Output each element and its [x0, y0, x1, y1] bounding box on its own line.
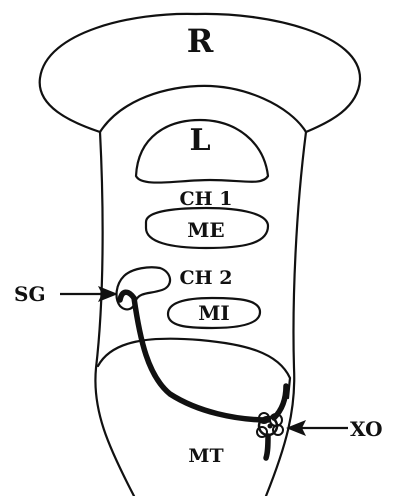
x-organ-cluster — [257, 413, 283, 437]
label-rostrum: R — [187, 22, 214, 60]
x-organ-lower-tract — [266, 436, 268, 458]
label-medulla-interna: MI — [198, 301, 230, 325]
label-medulla-terminalis: MT — [188, 445, 223, 467]
label-sinus-gland: SG — [14, 282, 46, 306]
sinus-gland-region — [117, 267, 171, 309]
label-chamber-1: CH 1 — [180, 188, 233, 210]
sinus-gland-nerve-tract — [120, 292, 268, 420]
label-chamber-2: CH 2 — [180, 267, 233, 289]
label-x-organ: XO — [350, 417, 383, 441]
label-medulla-externa: ME — [187, 218, 224, 242]
label-lamina: L — [189, 123, 210, 158]
medulla-terminalis-boundary — [98, 339, 290, 398]
